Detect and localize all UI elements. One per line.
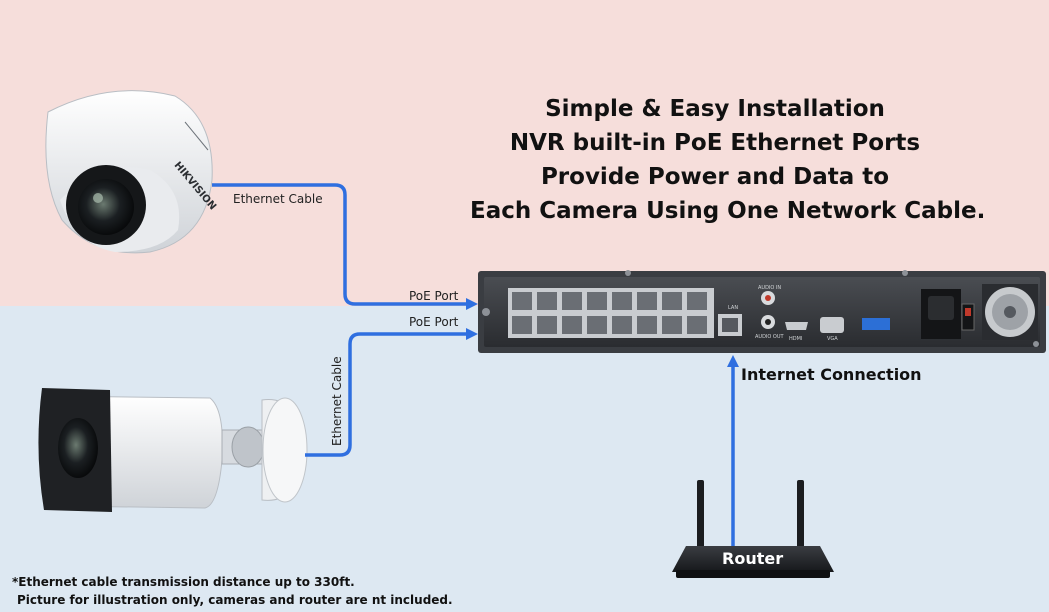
arrow-head-bottom	[466, 328, 478, 340]
nvr-vga-label: VGA	[827, 336, 838, 342]
top-cable-label: Ethernet Cable	[233, 192, 323, 206]
bottom-cable-label: Ethernet Cable	[330, 356, 344, 446]
router-label: Router	[722, 549, 784, 568]
headline-line-3: Provide Power and Data to	[540, 164, 890, 190]
nvr-recorder	[478, 270, 1046, 353]
headline-line-1: Simple & Easy Installation	[545, 96, 885, 122]
footnote: *Ethernet cable transmission distance up…	[12, 573, 453, 609]
nvr-audio-out-label: AUDIO OUT	[755, 334, 784, 340]
headline-line-2: NVR built-in PoE Ethernet Ports	[509, 130, 921, 156]
headline: Simple & Easy Installation NVR built-in …	[470, 92, 986, 228]
bottom-ethernet-cable	[305, 332, 472, 457]
internet-connection-label: Internet Connection	[741, 365, 922, 384]
nvr-lan-label: LAN	[728, 305, 739, 311]
poe-port-label-2: PoE Port	[409, 315, 459, 329]
poe-ports	[512, 292, 707, 334]
footnote-line-1: *Ethernet cable transmission distance up…	[12, 575, 355, 589]
top-ethernet-cable	[212, 183, 472, 306]
router	[672, 480, 834, 578]
footnote-line-2: Picture for illustration only, cameras a…	[17, 593, 453, 607]
cables	[212, 183, 735, 548]
poe-port-label-1: PoE Port	[409, 289, 459, 303]
arrow-head-top	[466, 298, 478, 310]
dome-camera	[45, 90, 213, 254]
nvr-audio-in-label: AUDIO IN	[758, 285, 782, 291]
headline-line-4: Each Camera Using One Network Cable.	[470, 198, 986, 224]
nvr-hdmi-label: HDMI	[789, 336, 803, 342]
arrow-head-internet	[727, 355, 739, 367]
bullet-camera	[38, 388, 308, 512]
